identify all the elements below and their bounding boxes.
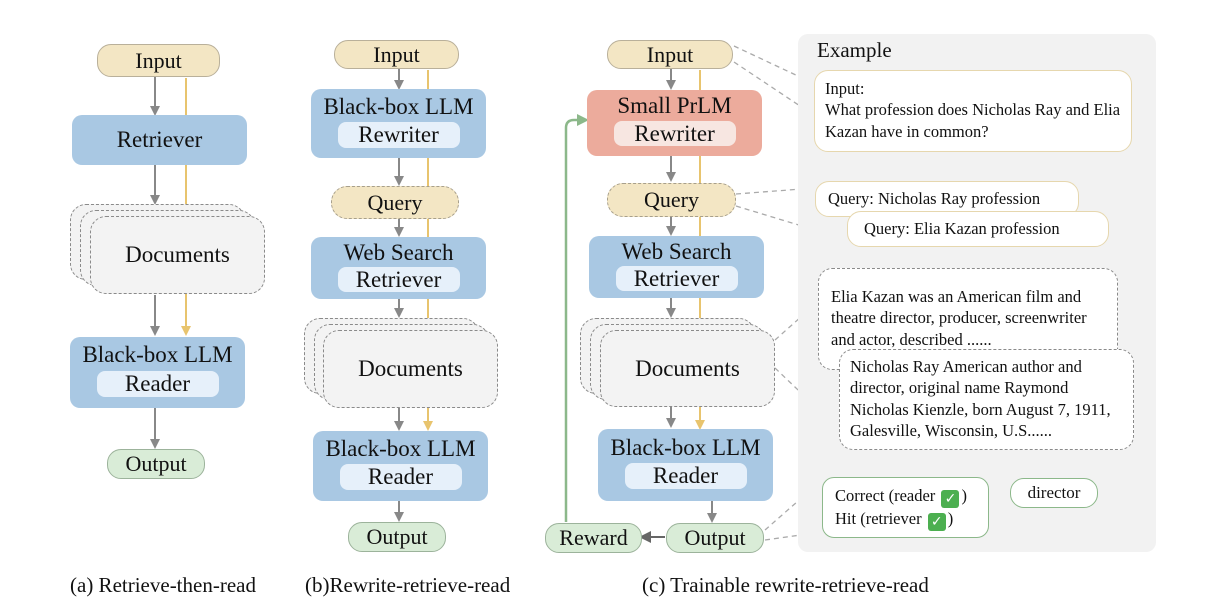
col-a-output-label: Output [125,451,187,476]
col-a-input-node: Input [97,44,220,77]
caption-a: (a) Retrieve-then-read [70,573,256,597]
example-metrics-box: Correct (reader ✓) Hit (retriever ✓) [822,477,989,538]
col-b-query-node: Query [331,186,459,219]
example-correct-row: Correct (reader ✓) [835,485,988,508]
col-a-output-node: Output [107,449,205,479]
col-b-rewriter-sub-label: Rewriter [358,122,439,147]
col-a-reader-sub: Reader [96,371,219,397]
col-b-reader-sub-label: Reader [367,464,434,489]
example-input-text: What profession does Nicholas Ray and El… [825,100,1121,141]
caption-b: (b)Rewrite-retrieve-read [305,573,511,597]
col-c-reader-sub: Reader [624,463,747,489]
col-b-input-node: Input [334,40,459,69]
col-a-reader-sub-label: Reader [124,371,191,396]
col-c-reader-sub-label: Reader [652,463,719,488]
col-b-rewriter-title: Black-box LLM [323,94,474,119]
check-icon: ✓ [927,513,946,531]
example-doc-1-text: Elia Kazan was an American film and thea… [831,287,1087,349]
col-c-output-label: Output [684,525,746,550]
col-c-search-node: Web Search Retriever [589,236,764,298]
col-b-rewriter-sub: Rewriter [337,122,460,148]
example-query-1-label: Query: Nicholas Ray profession [828,189,1041,209]
example-input-label: Input: [825,79,865,98]
col-c-input-node: Input [607,40,733,69]
col-b-reader-title: Black-box LLM [325,436,476,461]
col-c-reward-node: Reward [545,523,642,553]
col-c-search-sub: Retriever [615,265,738,291]
col-c-reader-title: Black-box LLM [610,435,761,460]
col-c-output-node: Output [666,523,764,553]
col-c-rewriter-sub: Rewriter [613,120,736,146]
col-c-documents-label: Documents [635,355,740,381]
example-correct-label: Correct (reader [835,486,936,505]
col-a-reader-title: Black-box LLM [82,342,233,367]
col-b-search-title: Web Search [343,240,454,265]
example-query-2: Query: Elia Kazan profession [847,211,1109,247]
col-b-documents-label: Documents [358,356,463,381]
example-answer-label: director [1027,482,1081,502]
col-c-query-label: Query [644,187,699,212]
col-b-search-sub-label: Retriever [355,266,442,292]
example-doc-2: Nicholas Ray American author and directo… [839,349,1134,450]
example-hit-close: ) [947,509,954,528]
example-input-box: Input: What profession does Nicholas Ray… [814,70,1132,152]
col-b-search-sub: Retriever [337,266,460,292]
col-c-query-node: Query [607,183,736,217]
col-c-rewriter-sub-label: Rewriter [634,120,715,146]
col-b-output-label: Output [366,524,428,549]
check-icon: ✓ [941,490,960,508]
col-a-input-label: Input [135,47,182,73]
col-c-search-title: Web Search [621,239,732,264]
example-query-2-label: Query: Elia Kazan profession [864,219,1060,239]
col-a-retriever-label: Retriever [116,127,203,152]
col-c-rewriter-node: Small PrLM Rewriter [587,90,762,156]
col-b-reader-node: Black-box LLM Reader [313,431,488,501]
col-c-documents-node: Documents [600,330,775,407]
example-correct-close: ) [961,486,967,505]
col-a-retriever-node: Retriever [72,115,247,165]
col-c-search-sub-label: Retriever [633,265,720,291]
col-b-input-label: Input [373,41,420,67]
example-hit-label: Hit (retriever [835,509,922,528]
col-a-documents-label: Documents [125,242,230,267]
example-title: Example [817,38,892,62]
col-b-reader-sub: Reader [339,464,462,490]
col-c-reward-label: Reward [559,525,628,550]
col-b-search-node: Web Search Retriever [311,237,486,299]
col-b-documents-node: Documents [323,330,498,408]
col-b-query-label: Query [367,189,423,215]
example-answer-box: director [1010,478,1098,508]
col-b-output-node: Output [348,522,446,552]
col-c-rewriter-title: Small PrLM [617,93,732,118]
caption-c: (c) Trainable rewrite-retrieve-read [642,573,929,597]
col-c-reader-node: Black-box LLM Reader [598,429,773,501]
example-doc-2-text: Nicholas Ray American author and directo… [850,357,1111,441]
col-a-documents-node: Documents [90,216,265,294]
col-a-reader-node: Black-box LLM Reader [70,337,245,408]
col-b-rewriter-node: Black-box LLM Rewriter [311,89,486,158]
col-c-input-label: Input [646,41,694,67]
example-hit-row: Hit (retriever ✓) [835,508,988,531]
